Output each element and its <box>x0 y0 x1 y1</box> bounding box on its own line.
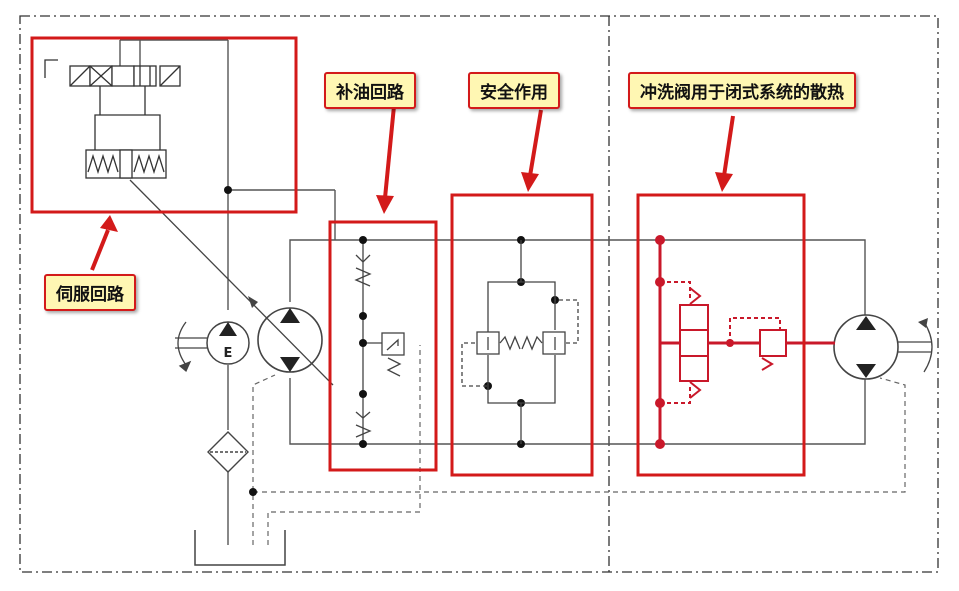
pointer-arrows <box>90 105 735 271</box>
flush-highlight-box <box>636 193 806 477</box>
junction-dots <box>224 186 559 496</box>
drain-lines <box>252 345 906 545</box>
main-pump-symbol <box>129 179 334 386</box>
relief-valves-symbol <box>461 240 579 444</box>
safety-highlight-box <box>450 193 594 477</box>
motor-letter: E <box>224 346 233 361</box>
servo-valve-symbol <box>44 59 181 179</box>
highlight-boxes <box>30 36 806 477</box>
servo-circuit-label: 伺服回路 <box>44 274 136 311</box>
main-loop-lines <box>119 39 866 545</box>
flush-valve-symbol <box>658 240 835 444</box>
hydraulic-motor-symbol <box>833 314 933 380</box>
charge-highlight-box <box>328 220 438 472</box>
outer-frame <box>19 15 939 573</box>
charge-pump-symbol: E <box>206 321 250 365</box>
charge-circuit-label: 补油回路 <box>324 72 416 109</box>
pump-drive-shaft <box>175 321 207 373</box>
charge-check-valves <box>354 240 405 444</box>
safety-function-label: 安全作用 <box>468 72 560 109</box>
flush-junction-dots <box>655 235 734 449</box>
tank <box>194 530 286 566</box>
flush-valve-label: 冲洗阀用于闭式系统的散热 <box>628 72 856 109</box>
filter-symbol <box>207 431 249 473</box>
servo-highlight-box <box>30 36 298 214</box>
